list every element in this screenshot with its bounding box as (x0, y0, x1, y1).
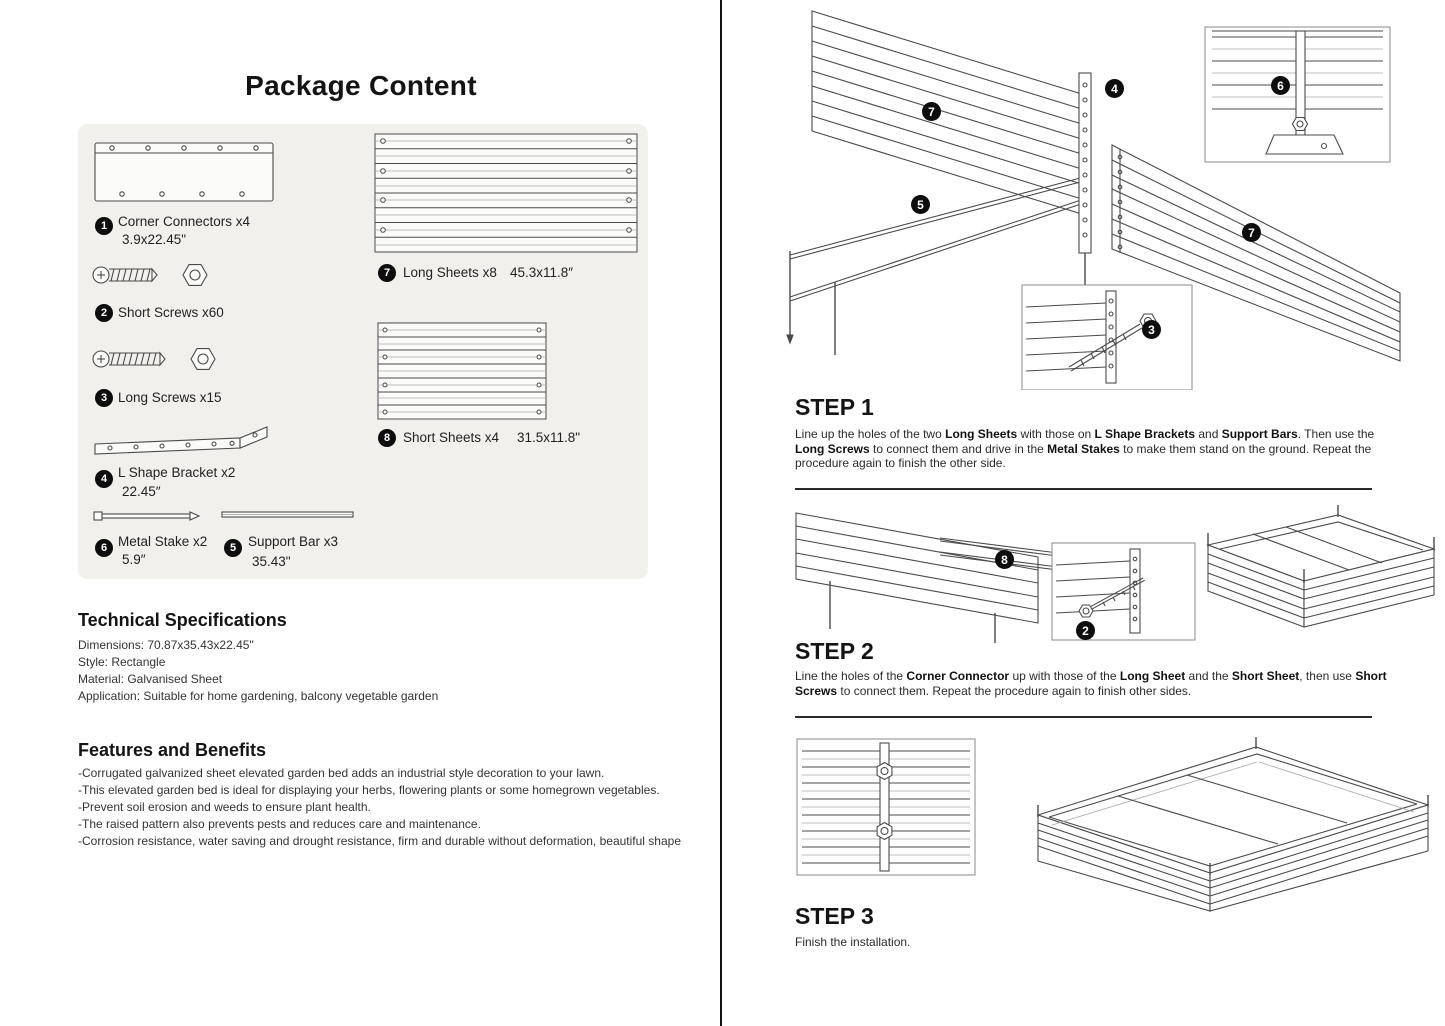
callout-long-sheet-2: 7 (1242, 223, 1261, 242)
step1-text: Line up the holes of the two Long Sheets… (795, 427, 1375, 470)
part-label: Long Sheets x8 (403, 265, 497, 280)
callout-l-bracket: 4 (1105, 79, 1124, 98)
page-divider (720, 0, 722, 1026)
part-label: L Shape Bracket x2 (118, 465, 236, 480)
short-screw-icon (92, 264, 208, 286)
part-label: Short Sheets x4 (403, 430, 500, 445)
corner-connector-icon (94, 142, 274, 202)
part-label: Long Screws x15 (118, 390, 222, 405)
step3-text: Finish the installation. (795, 935, 911, 949)
step2-heading: STEP 2 (795, 638, 874, 664)
section-rule (795, 716, 1372, 718)
part-label: Corner Connectors x4 (118, 214, 251, 229)
callout-metal-stake: 6 (1271, 76, 1290, 95)
support-bar-icon (221, 511, 354, 518)
callout-long-sheet: 7 (922, 102, 941, 121)
section-rule (795, 488, 1372, 490)
part-dimension: 22.45″ (122, 484, 161, 499)
feature-item: -Corrosion resistance, water saving and … (78, 834, 681, 848)
spec-row: Dimensions: 70.87x35.43x22.45" (78, 638, 254, 652)
part-number-badge: 4 (95, 470, 113, 488)
part-label: Metal Stake x2 (118, 534, 208, 549)
feature-item: -The raised pattern also prevents pests … (78, 817, 481, 831)
spec-row: Application: Suitable for home gardening… (78, 689, 439, 703)
feature-item: -This elevated garden bed is ideal for d… (78, 783, 660, 797)
tech-specs-list: Dimensions: 70.87x35.43x22.45" Style: Re… (78, 637, 438, 705)
part-number-badge: 6 (95, 539, 113, 557)
page-title: Package Content (245, 70, 477, 101)
part-dimension: 45.3x11.8″ (510, 265, 574, 280)
metal-stake-icon (93, 511, 201, 521)
part-dimension: 31.5x11.8" (517, 430, 581, 445)
step2-diagram (795, 505, 1436, 643)
spec-row: Style: Rectangle (78, 655, 166, 669)
part-number-badge: 5 (224, 539, 242, 557)
step3-diagram (796, 737, 1430, 912)
l-bracket-icon (94, 426, 268, 455)
part-dimension: 35.43" (252, 554, 291, 569)
callout-short-screw: 2 (1076, 621, 1095, 640)
long-screw-icon (92, 348, 216, 370)
callout-long-screw: 3 (1142, 320, 1161, 339)
part-number-badge: 1 (95, 217, 113, 235)
callout-support-bar: 5 (911, 195, 930, 214)
part-dimension: 5.9″ (122, 552, 146, 567)
long-sheet-icon (374, 133, 638, 253)
spec-row: Material: Galvanised Sheet (78, 672, 223, 686)
step3-heading: STEP 3 (795, 903, 874, 929)
features-list: -Corrugated galvanized sheet elevated ga… (78, 765, 681, 850)
step1-diagram (786, 10, 1401, 390)
package-content-panel: 1 Corner Connectors x4 3.9x22.45" 2 Shor… (78, 124, 648, 579)
feature-item: -Prevent soil erosion and weeds to ensur… (78, 800, 371, 814)
short-sheet-icon (377, 322, 547, 420)
part-number-badge: 8 (378, 429, 396, 447)
feature-item: -Corrugated galvanized sheet elevated ga… (78, 766, 605, 780)
features-heading: Features and Benefits (78, 740, 267, 760)
tech-specs-heading: Technical Specifications (78, 610, 287, 630)
callout-short-sheet: 8 (995, 550, 1014, 569)
part-label: Support Bar x3 (248, 534, 339, 549)
part-label: Short Screws x60 (118, 305, 224, 320)
part-dimension: 3.9x22.45" (122, 232, 187, 247)
step2-text: Line the holes of the Corner Connector u… (795, 669, 1387, 698)
part-number-badge: 7 (378, 264, 396, 282)
step1-heading: STEP 1 (795, 394, 874, 420)
part-number-badge: 3 (95, 389, 113, 407)
part-number-badge: 2 (95, 304, 113, 322)
